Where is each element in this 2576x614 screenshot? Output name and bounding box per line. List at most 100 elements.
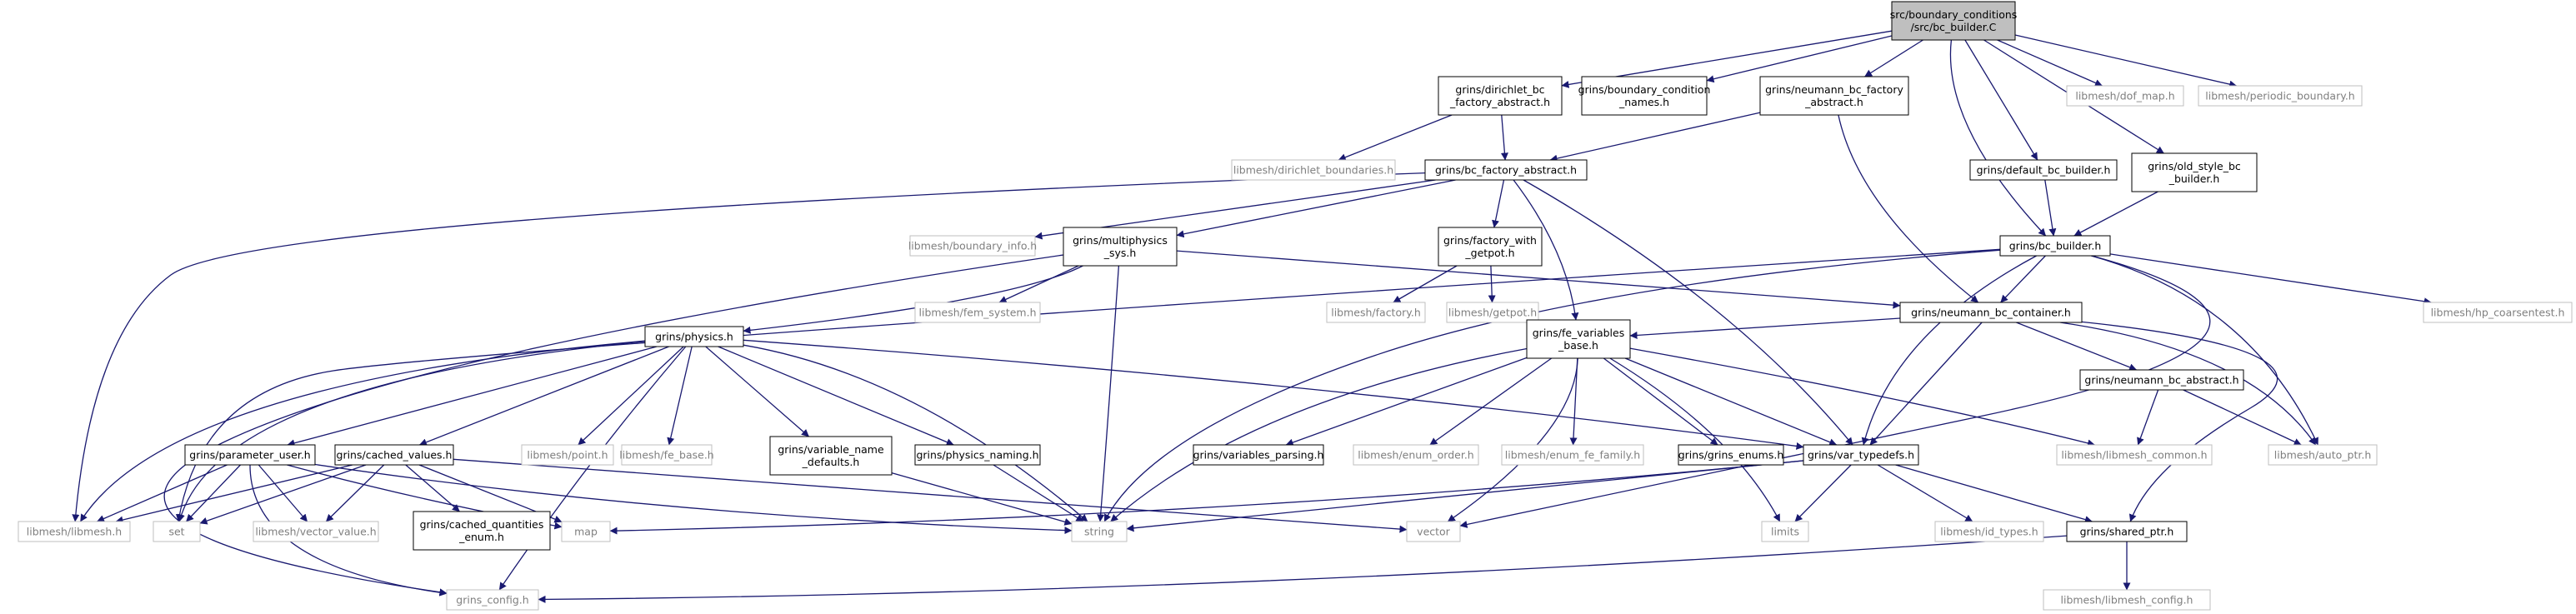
node-box xyxy=(1501,444,1644,466)
node-factory-with-getpot[interactable]: grins/factory_with_getpot.h xyxy=(1438,227,1543,267)
node-label-line: _getpot.h xyxy=(1464,247,1514,259)
node-boundary-condition-names[interactable]: grins/boundary_condition_names.h xyxy=(1578,76,1711,116)
node-bc-factory-abstract[interactable]: grins/bc_factory_abstract.h xyxy=(1424,159,1588,181)
node-box xyxy=(2056,444,2213,466)
node-label-line: grins/physics.h xyxy=(655,331,733,343)
edge-var_typedefs-to-id_types xyxy=(1877,464,1973,522)
node-box xyxy=(1438,227,1543,267)
node-var-typedefs[interactable]: grins/var_typedefs.h xyxy=(1803,444,1919,466)
node-box xyxy=(1526,319,1631,359)
edge-neumann_bc_container-to-neumann_bc_abstract xyxy=(2016,322,2138,372)
node-label-line: libmesh/enum_fe_family.h xyxy=(1505,449,1640,462)
node-physics-naming[interactable]: grins/physics_naming.h xyxy=(914,444,1041,466)
node-box xyxy=(2043,589,2211,611)
edge-multiphysics_sys-to-grins_config xyxy=(163,254,1064,597)
node-grins-enums[interactable]: grins/grins_enums.h xyxy=(1678,444,1784,466)
node-label-line: grins/multiphysics xyxy=(1073,234,1168,247)
edge-physics-to-physics_naming xyxy=(718,346,954,446)
node-getpot: libmesh/getpot.h xyxy=(1446,302,1539,323)
edge-parameter_user-to-set xyxy=(186,464,241,522)
node-label-line: libmesh/point.h xyxy=(527,449,608,462)
node-label-line: _abstract.h xyxy=(1804,96,1863,108)
node-limits: limits xyxy=(1761,521,1809,542)
node-physics[interactable]: grins/physics.h xyxy=(644,326,744,347)
node-fem-system: libmesh/fem_system.h xyxy=(914,302,1041,323)
edge-root-to-neumann_factory_abstract xyxy=(1864,39,1923,77)
node-box xyxy=(1406,521,1461,542)
node-cached-values[interactable]: grins/cached_values.h xyxy=(334,444,454,466)
edge-neumann_bc_container-to-auto_ptr xyxy=(2059,322,2317,446)
node-auto-ptr: libmesh/auto_ptr.h xyxy=(2268,444,2378,466)
node-libmesh: libmesh/libmesh.h xyxy=(18,521,131,542)
node-libmesh-config: libmesh/libmesh_config.h xyxy=(2043,589,2211,611)
node-dof-map: libmesh/dof_map.h xyxy=(2066,85,2184,107)
node-fe-variables-base[interactable]: grins/fe_variables_base.h xyxy=(1526,319,1631,359)
edge-fe_variables_base-to-variables_parsing xyxy=(1285,357,1528,447)
node-bc-builder[interactable]: grins/bc_builder.h xyxy=(1999,235,2111,257)
edge-parameter_user-to-vector_value xyxy=(258,464,308,522)
node-box xyxy=(1934,521,2044,542)
node-box xyxy=(1761,521,1809,542)
edge-fe_variables_base-to-limits xyxy=(1609,357,1781,522)
node-label-line: libmesh/fe_base.h xyxy=(619,449,713,462)
node-label-line: _base.h xyxy=(1558,339,1598,352)
node-label-line: libmesh/boundary_info.h xyxy=(908,240,1037,252)
edge-physics-to-point xyxy=(578,346,684,446)
node-shared-ptr[interactable]: grins/shared_ptr.h xyxy=(2066,521,2188,542)
edge-default_bc_builder-to-bc_builder xyxy=(2044,179,2057,237)
node-set: set xyxy=(153,521,201,542)
node-factory: libmesh/factory.h xyxy=(1326,302,1426,323)
node-box xyxy=(2079,369,2244,391)
edge-neumann_bc_container-to-var_typedefs xyxy=(1869,322,1983,446)
node-root[interactable]: src/boundary_conditions/src/bc_builder.C xyxy=(1890,1,2018,41)
node-box xyxy=(914,302,1041,323)
node-box xyxy=(446,589,539,611)
node-box xyxy=(1231,159,1396,181)
node-box xyxy=(2198,85,2363,107)
node-variable-name-defaults[interactable]: grins/variable_name_defaults.h xyxy=(769,436,893,476)
node-default-bc-builder[interactable]: grins/default_bc_builder.h xyxy=(1969,159,2118,181)
node-box xyxy=(644,326,744,347)
node-box xyxy=(1353,444,1479,466)
edge-bc_builder-to-set xyxy=(175,248,2001,522)
node-dirichlet-factory-abstract[interactable]: grins/dirichlet_bc_factory_abstract.h xyxy=(1438,76,1563,116)
node-label-line: grins/bc_builder.h xyxy=(2009,240,2102,252)
node-label-line: libmesh/enum_order.h xyxy=(1358,449,1473,462)
node-label-line: grins/parameter_user.h xyxy=(189,449,310,462)
node-box xyxy=(909,235,1036,257)
node-label-line: _enum.h xyxy=(458,531,504,543)
edge-root-to-bc_builder xyxy=(1949,39,2047,237)
node-multiphysics-sys[interactable]: grins/multiphysics_sys.h xyxy=(1063,227,1178,267)
edge-root-to-periodic_boundary xyxy=(2014,34,2238,88)
node-label-line: grins/shared_ptr.h xyxy=(2080,526,2174,538)
edge-neumann_bc_container-to-shared_ptr xyxy=(2081,321,2278,522)
edge-physics-to-string xyxy=(743,344,1088,522)
edge-fe_variables_base-to-grins_enums xyxy=(1603,357,1718,446)
edge-var_typedefs-to-string xyxy=(1126,460,1804,532)
node-old-style-bc-builder[interactable]: grins/old_style_bc_builder.h xyxy=(2131,152,2258,192)
node-box xyxy=(1193,444,1324,466)
edge-cached_values-to-vector_value xyxy=(325,464,385,522)
node-parameter-user[interactable]: grins/parameter_user.h xyxy=(184,444,316,466)
edge-old_style_bc_builder-to-bc_builder xyxy=(2073,191,2158,237)
node-label-line: grins/physics_naming.h xyxy=(916,449,1038,462)
node-neumann-bc-abstract[interactable]: grins/neumann_bc_abstract.h xyxy=(2079,369,2244,391)
edge-bc_factory_abstract-to-fe_variables_base xyxy=(1513,179,1579,321)
node-label-line: set xyxy=(168,526,184,538)
edge-cached_values-to-set xyxy=(199,464,367,525)
node-box xyxy=(1891,1,2016,41)
node-box xyxy=(1424,159,1588,181)
node-box xyxy=(2066,85,2184,107)
node-label-line: grins/bc_factory_abstract.h xyxy=(1435,164,1577,177)
node-label-line: grins/cached_quantities xyxy=(420,518,544,531)
node-neumann-factory-abstract[interactable]: grins/neumann_bc_factory_abstract.h xyxy=(1759,76,1909,116)
node-box xyxy=(184,444,316,466)
node-variables-parsing[interactable]: grins/variables_parsing.h xyxy=(1193,444,1324,466)
node-label-line: grins/default_bc_builder.h xyxy=(1977,164,2111,177)
node-neumann-bc-container[interactable]: grins/neumann_bc_container.h xyxy=(1899,302,2083,323)
node-cached-quantities-enum[interactable]: grins/cached_quantities_enum.h xyxy=(413,511,551,551)
edge-fe_variables_base-to-enum_fe_family xyxy=(1569,357,1578,446)
edge-physics_naming-to-string xyxy=(993,464,1084,522)
node-enum-fe-family: libmesh/enum_fe_family.h xyxy=(1501,444,1644,466)
edge-root-to-boundary_condition_names xyxy=(1706,35,1893,83)
